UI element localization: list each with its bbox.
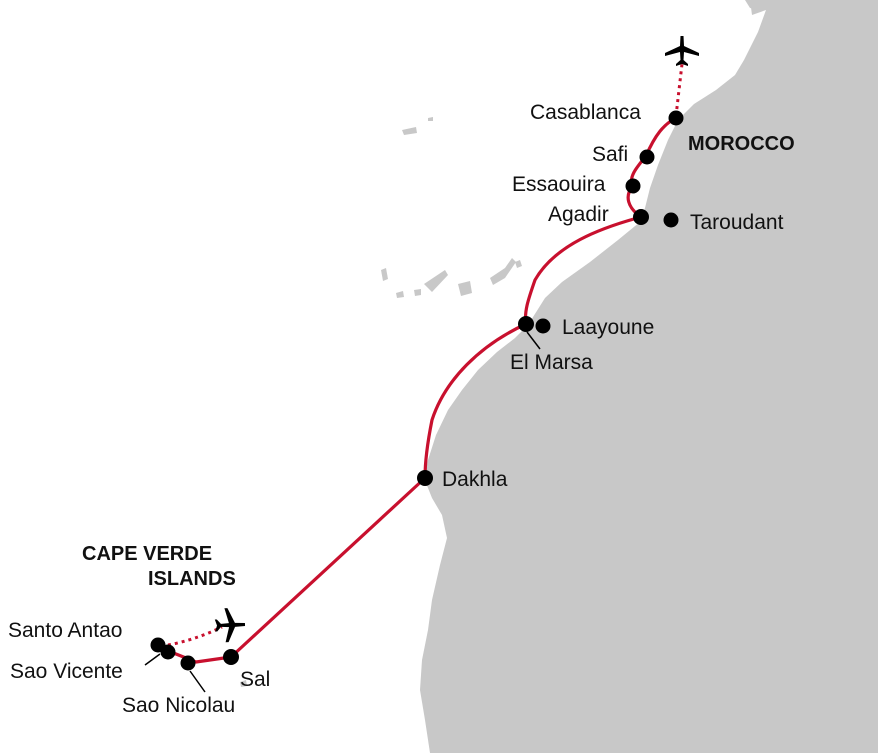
place-label-sao-nicolau: Sao Nicolau [122, 694, 235, 717]
canary-fuerteventura [490, 258, 516, 285]
port-dot-laayoune [535, 318, 551, 334]
port-dot-taroudant [663, 212, 679, 228]
canary-tenerife [424, 270, 448, 292]
place-label-el-marsa: El Marsa [510, 351, 593, 374]
canary-la-gomera [414, 289, 421, 296]
cape-verde-islet [240, 680, 247, 687]
place-label-taroudant: Taroudant [690, 211, 784, 234]
port-dot-agadir [633, 209, 649, 225]
leader-sao-nicolau [189, 670, 206, 693]
place-label-safi: Safi [592, 143, 628, 166]
place-label-agadir: Agadir [548, 203, 609, 226]
country-label-cape-verde-line1: CAPE VERDE [82, 543, 212, 565]
porto-santo-island [428, 117, 433, 121]
place-label-essaouira: Essaouira [512, 173, 606, 196]
leader-sao-vicente [144, 653, 161, 666]
place-label-santo-antao: Santo Antao [8, 619, 122, 642]
port-dot-sal [223, 649, 239, 665]
place-label-casablanca: Casablanca [530, 101, 641, 124]
canary-lanzarote [515, 260, 522, 268]
port-dot-sao-vicente [160, 644, 176, 660]
port-dot-el-marsa [518, 316, 534, 332]
place-label-sal: Sal [240, 668, 270, 691]
port-dot-dakhla [417, 470, 433, 486]
airplane-icon [665, 36, 699, 66]
country-label-cape-verde-line2: ISLANDS [148, 568, 236, 590]
canary-la-palma [381, 268, 388, 281]
port-dot-safi [639, 149, 655, 165]
madeira-island [402, 127, 417, 135]
port-dot-essaouira [625, 178, 641, 194]
port-dot-sao-nicolau [180, 655, 196, 671]
africa-landmass [420, 0, 878, 753]
airplane-icon [214, 608, 246, 643]
country-label-morocco: MOROCCO [688, 133, 795, 155]
flight-line-casablanca [674, 63, 684, 117]
place-label-sao-vicente: Sao Vicente [10, 660, 123, 683]
place-label-dakhla: Dakhla [442, 468, 508, 491]
port-dot-casablanca [668, 110, 684, 126]
canary-gran-canaria [458, 281, 472, 296]
iberia-tip [745, 0, 768, 10]
flight-line-cape-verde [167, 625, 223, 647]
place-label-laayoune: Laayoune [562, 316, 654, 339]
leader-el-marsa [526, 331, 541, 350]
voyage-route [164, 116, 678, 664]
canary-el-hierro [396, 291, 404, 298]
